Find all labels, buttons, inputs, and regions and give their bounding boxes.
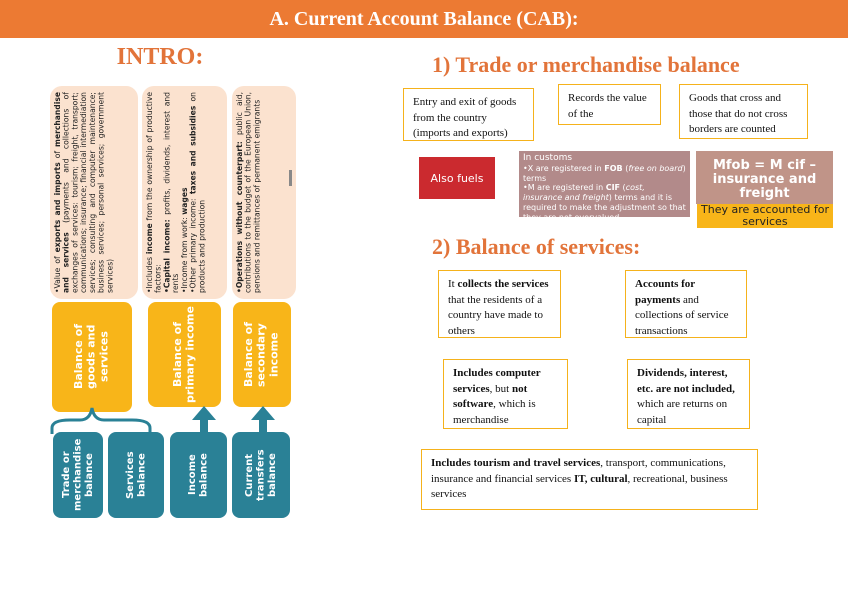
- services-box-computer: Includes computer services, but not soft…: [443, 359, 568, 429]
- scroll-marker: [289, 170, 292, 186]
- services-balance-box: Services balance: [108, 432, 164, 518]
- trade-section-title: 1) Trade or merchandise balance: [432, 52, 740, 77]
- intro-col2-box: •Includes income from the ownership of p…: [142, 86, 227, 299]
- also-fuels-box: Also fuels: [419, 157, 495, 199]
- mfob-formula-box: Mfob = M cif – insurance and freight: [696, 151, 833, 204]
- trade-box-borders: Goods that cross and those that do not c…: [679, 84, 808, 139]
- income-balance-box: Income balance: [170, 432, 227, 518]
- page-header: A. Current Account Balance (CAB):: [0, 0, 848, 38]
- customs-box: In customs •X are registered in FOB (fre…: [519, 151, 690, 217]
- intro-col1-text: •Value of exports and imports of merchan…: [54, 92, 115, 293]
- trade-balance-box: Trade or merchandise balance: [53, 432, 103, 518]
- services-box-payments: Accounts for payments and collections of…: [625, 270, 747, 338]
- services-box-dividends: Dividends, interest, etc. are not includ…: [627, 359, 750, 429]
- services-box-tourism: Includes tourism and travel services, tr…: [421, 449, 758, 510]
- brace-connector: [50, 407, 152, 434]
- accounted-for-services: They are accounted for services: [697, 204, 833, 228]
- intro-title: INTRO:: [116, 44, 204, 70]
- up-arrow-icon: [251, 406, 275, 438]
- trade-box-records: Records the value of the: [558, 84, 661, 125]
- page-title: A. Current Account Balance (CAB):: [269, 7, 579, 30]
- intro-connectors: [50, 406, 275, 438]
- services-box-collects: It collects the services that the reside…: [438, 270, 561, 338]
- balance-goods-services: Balance of goods and services: [52, 302, 132, 412]
- intro-col3-box: •Operations without counterpart: public …: [232, 86, 296, 299]
- customs-cif: •M are registered in CIF (cost, insuranc…: [523, 183, 686, 217]
- customs-title: In customs: [523, 153, 573, 163]
- current-transfers-box: Current transfers balance: [232, 432, 290, 518]
- intro-col1-box: •Value of exports and imports of merchan…: [50, 86, 138, 299]
- intro-col2-text: •Includes income from the ownership of p…: [146, 92, 207, 293]
- trade-box-entry-exit: Entry and exit of goods from the country…: [403, 88, 534, 141]
- intro-col3-text: •Operations without counterpart: public …: [236, 92, 262, 293]
- balance-primary-income: Balance of primary income: [148, 302, 221, 407]
- balance-secondary-income: Balance of secondary income: [233, 302, 291, 407]
- up-arrow-icon: [192, 406, 216, 438]
- services-section-title: 2) Balance of services:: [432, 234, 641, 259]
- customs-fob: •X are registered in FOB (free on board)…: [523, 163, 686, 183]
